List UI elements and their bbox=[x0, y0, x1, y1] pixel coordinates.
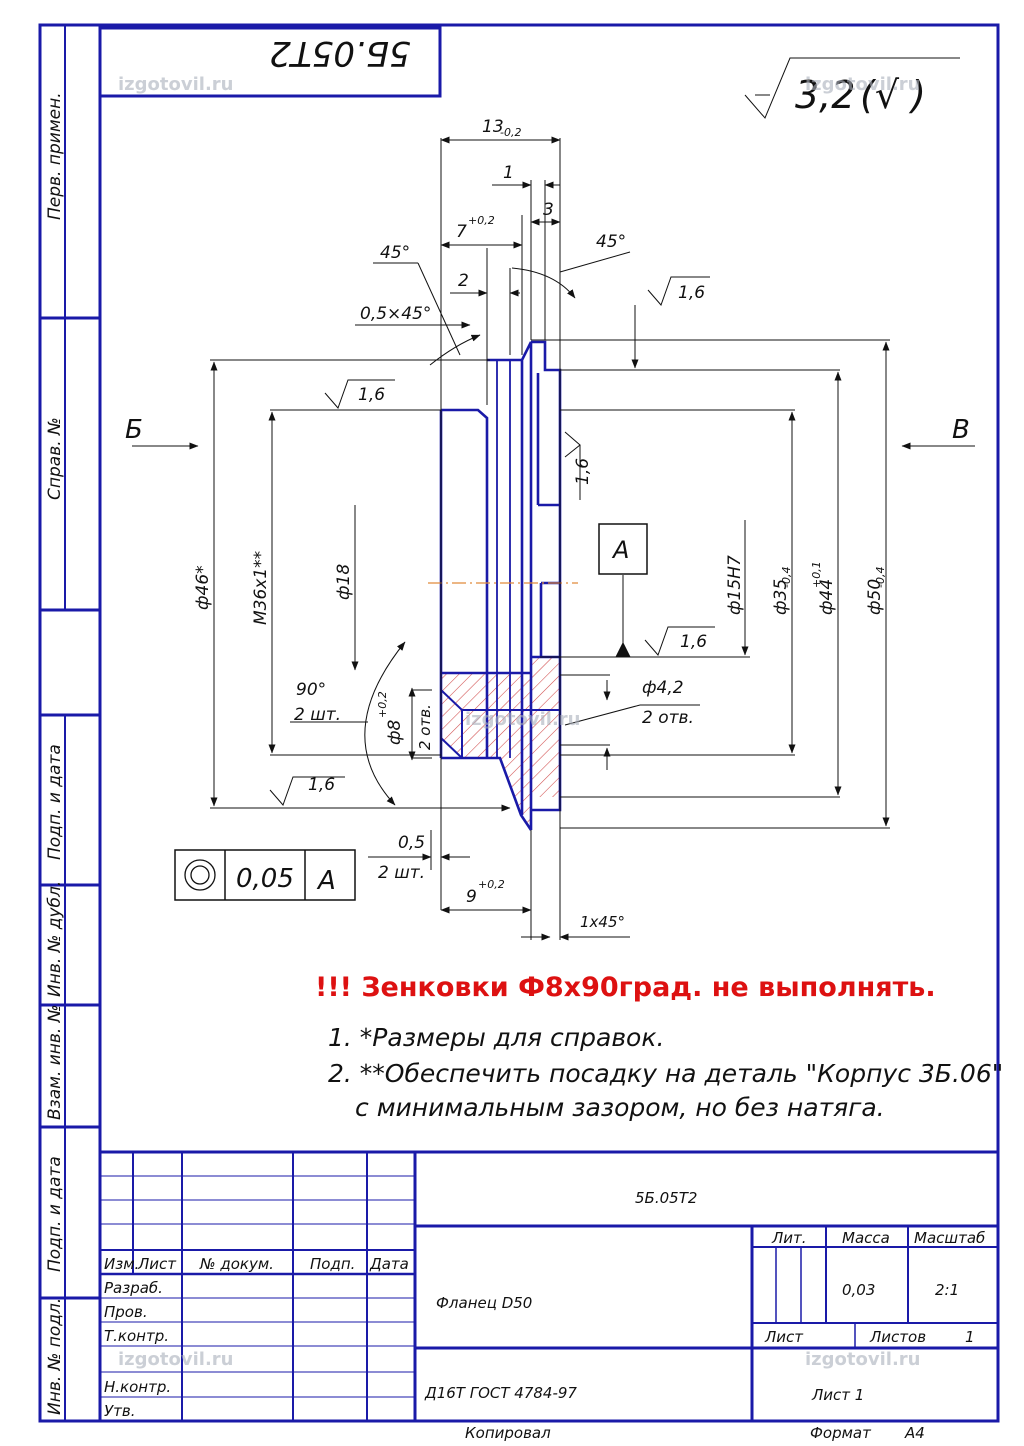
tolerance-datum: A bbox=[316, 866, 336, 896]
tolerance-frame: 0,05 A bbox=[174, 849, 356, 901]
tb-format-label: Формат bbox=[810, 1424, 872, 1442]
tb-role-razrab: Разраб. bbox=[104, 1279, 163, 1297]
dimension-lines bbox=[132, 136, 975, 941]
view-b: Б bbox=[125, 415, 143, 445]
tb-sheet-big: Лист 1 bbox=[811, 1386, 864, 1404]
dim-7-tol: +0,2 bbox=[468, 214, 495, 227]
watermark-5: izgotovil.ru bbox=[805, 1349, 920, 1370]
tb-role-utv: Утв. bbox=[104, 1402, 136, 1420]
dim-d35: ф35 bbox=[771, 579, 791, 615]
watermark-1: izgotovil.ru bbox=[118, 74, 233, 95]
tb-format: А4 bbox=[904, 1424, 925, 1442]
two-pcs-2: 2 шт. bbox=[378, 863, 425, 883]
tb-material: Д16Т ГОСТ 4784-97 bbox=[424, 1384, 577, 1402]
rotated-designation: 5Б.05Т2 bbox=[269, 33, 410, 73]
tb-role-prov: Пров. bbox=[104, 1303, 148, 1321]
dim-d50-tol: -0,4 bbox=[874, 567, 887, 588]
dim-d44: ф44 bbox=[817, 579, 837, 615]
angle-45-right: 45° bbox=[596, 232, 626, 252]
side-label-sprav: Справ. № bbox=[45, 417, 65, 500]
dim-2: 2 bbox=[458, 271, 469, 291]
concentricity-icon bbox=[184, 859, 216, 891]
watermarks: izgotovil.ru izgotovil.ru izgotovil.ru i… bbox=[118, 74, 920, 1370]
tb-header-list: Лист bbox=[137, 1255, 177, 1273]
dim-3: 3 bbox=[543, 200, 554, 220]
section-hatch bbox=[441, 657, 560, 830]
datum-a: A bbox=[598, 523, 648, 575]
dim-7: 7 bbox=[456, 222, 467, 242]
tb-header-izm: Изм. bbox=[104, 1255, 139, 1273]
dim-d46: ф46* bbox=[193, 565, 213, 610]
tb-sheets: 1 bbox=[965, 1328, 975, 1346]
note-2: 2. **Обеспечить посадку на деталь "Корпу… bbox=[328, 1059, 1003, 1088]
rough-16-e: 1,6 bbox=[308, 775, 335, 795]
two-holes-1: 2 отв. bbox=[416, 704, 434, 750]
warning-text: !!! Зенковки Ф8х90град. не выполнять. bbox=[315, 972, 936, 1003]
dim-05: 0,5 bbox=[398, 833, 425, 853]
dim-d50: ф50 bbox=[865, 579, 885, 615]
tb-copied: Копировал bbox=[465, 1424, 551, 1442]
side-label-inv-dubl: Инв. № дубл. bbox=[45, 881, 65, 997]
roughness-other: (√ ) bbox=[860, 73, 926, 117]
watermark-4: izgotovil.ru bbox=[118, 1349, 233, 1370]
dim-d8: ф8 bbox=[385, 719, 405, 745]
dim-d18: ф18 bbox=[334, 564, 354, 600]
rough-16-d: 1,6 bbox=[680, 632, 707, 652]
side-label-inv-podl: Инв. № подл. bbox=[45, 1298, 65, 1415]
dim-d8-tol: +0,2 bbox=[376, 691, 389, 718]
chamfer-1x45: 1х45° bbox=[580, 913, 625, 931]
rotated-designation-box: 5Б.05Т2 bbox=[98, 26, 442, 98]
part-section bbox=[428, 340, 578, 831]
angle-90: 90° bbox=[296, 680, 326, 700]
general-roughness: 3,2 (√ ) bbox=[744, 57, 960, 119]
side-label-podp-1: Подп. и дата bbox=[45, 744, 65, 860]
dim-d42: ф4,2 bbox=[642, 678, 684, 698]
dim-d44-tol: +0,1 bbox=[810, 561, 823, 588]
side-column: Перв. примен. Справ. № Подп. и дата Инв.… bbox=[38, 23, 102, 1423]
tb-part-name: Фланец D50 bbox=[436, 1294, 532, 1312]
tb-header-data: Дата bbox=[369, 1255, 409, 1273]
tb-massa: 0,03 bbox=[842, 1281, 875, 1299]
tolerance-value: 0,05 bbox=[236, 864, 294, 894]
dim-13: 13 bbox=[482, 117, 504, 137]
tb-lit-label: Лит. bbox=[771, 1229, 807, 1247]
tb-designation: 5Б.05Т2 bbox=[635, 1189, 697, 1207]
tb-header-podp: Подп. bbox=[310, 1255, 355, 1273]
dim-9-tol: +0,2 bbox=[478, 878, 505, 891]
tb-header-doc: № докум. bbox=[199, 1255, 274, 1273]
rough-16-c: 1,6 bbox=[573, 458, 593, 485]
note-3: с минимальным зазором, но без натяга. bbox=[355, 1093, 885, 1122]
side-label-perv: Перв. примен. bbox=[45, 92, 65, 220]
chamfer-05x45: 0,5×45° bbox=[360, 304, 431, 324]
side-label-podp-2: Подп. и дата bbox=[45, 1156, 65, 1272]
dim-d35-tol: -0,4 bbox=[780, 567, 793, 588]
tb-scale: 2:1 bbox=[935, 1281, 959, 1299]
title-block: Изм. Лист № докум. Подп. Дата Разраб. Пр… bbox=[98, 1150, 1000, 1442]
angle-45-left: 45° bbox=[380, 243, 410, 263]
dim-m36: М36х1** bbox=[251, 551, 271, 625]
watermark-2: izgotovil.ru bbox=[805, 74, 920, 95]
tb-scale-label: Масштаб bbox=[914, 1229, 985, 1247]
roughness-main: 3,2 bbox=[795, 73, 855, 117]
dimension-texts: 13 -0,2 1 3 7 +0,2 45° 45° 2 0,5×45° Б В… bbox=[125, 117, 970, 931]
watermark-3: izgotovil.ru bbox=[465, 709, 580, 730]
dim-d15: ф15Н7 bbox=[725, 555, 745, 615]
tb-role-tkontr: Т.контр. bbox=[104, 1327, 169, 1345]
tb-role-nkontr: Н.контр. bbox=[104, 1378, 171, 1396]
rough-16-a: 1,6 bbox=[358, 385, 385, 405]
tb-sheets-label: Листов bbox=[869, 1328, 926, 1346]
tb-massa-label: Масса bbox=[842, 1229, 890, 1247]
side-label-vzam: Взам. инв. № bbox=[45, 1005, 65, 1120]
dim-13-tol: -0,2 bbox=[500, 126, 521, 139]
dim-1: 1 bbox=[503, 163, 514, 183]
datum-a-label: A bbox=[611, 536, 629, 564]
note-1: 1. *Размеры для справок. bbox=[328, 1023, 664, 1052]
two-holes-2: 2 отв. bbox=[642, 708, 694, 728]
tb-sheet-label: Лист bbox=[764, 1328, 804, 1346]
dim-9: 9 bbox=[466, 887, 477, 907]
two-pcs-1: 2 шт. bbox=[294, 705, 341, 725]
rough-16-b: 1,6 bbox=[678, 283, 705, 303]
view-v: В bbox=[952, 415, 970, 445]
